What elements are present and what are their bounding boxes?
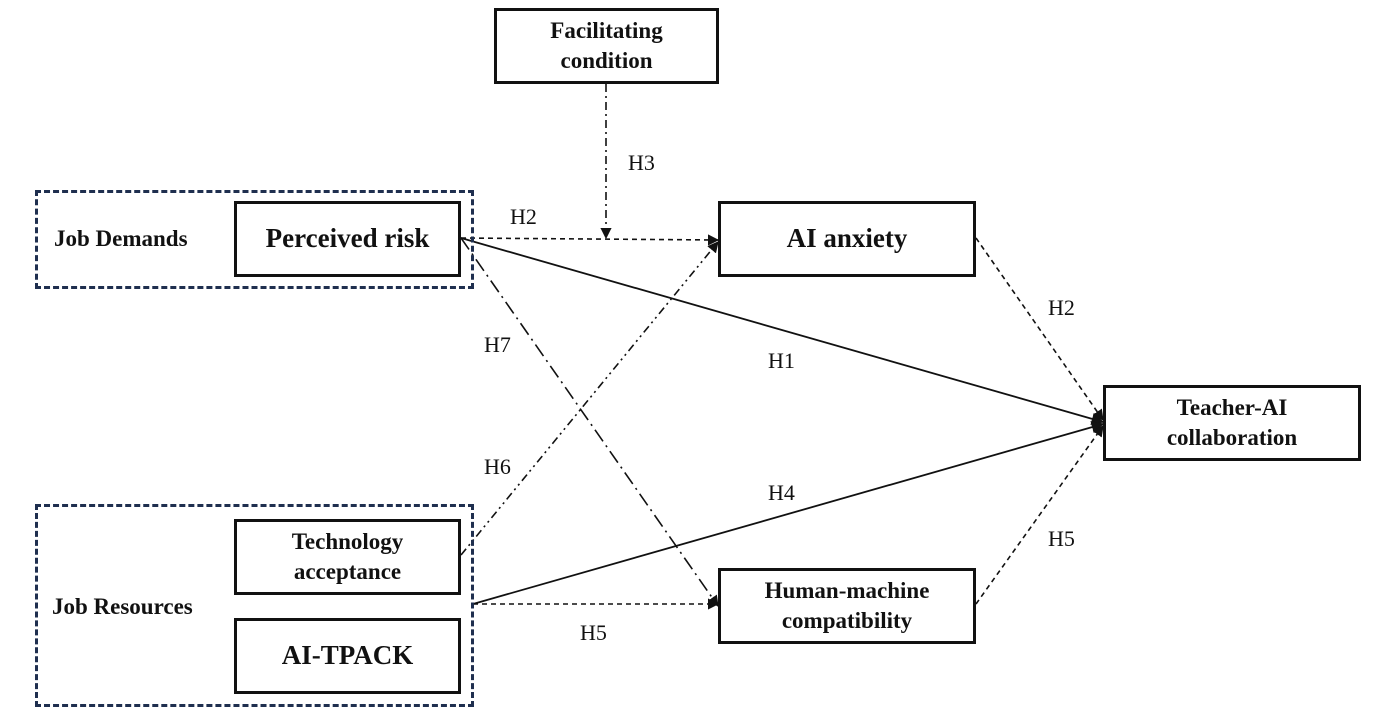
h6-tech-anxiety-line (460, 241, 719, 556)
h7-label: H7 (484, 332, 511, 357)
h5-right-label: H5 (1048, 526, 1075, 551)
job-resources-group (35, 504, 474, 707)
human-machine-line2: compatibility (781, 608, 913, 633)
technology-line1: Technology (291, 529, 404, 555)
teacher-ai-line1: Teacher-AI (1176, 395, 1288, 421)
job-demands-group (35, 190, 474, 289)
job-demands-label: Job Demands (54, 226, 188, 251)
human-machine-line1: Human-machine (764, 578, 930, 604)
h3-label: H3 (628, 150, 655, 175)
job-resources-label: Job Resources (52, 594, 193, 619)
perceived-risk-label: Perceived risk (265, 223, 430, 254)
facilitating-condition-box: Facilitating condition (494, 8, 719, 84)
ai-anxiety-label: AI anxiety (786, 223, 908, 254)
human-machine-compatibility-box: Human-machine compatibility (718, 568, 976, 644)
ai-tpack-label: AI-TPACK (281, 640, 414, 671)
h7-risk-compat-line (460, 237, 719, 607)
facilitating-line2: condition (560, 48, 653, 73)
technology-line2: acceptance (293, 559, 402, 584)
h6-label: H6 (484, 454, 511, 479)
perceived-risk-box: Perceived risk (234, 201, 461, 277)
h4-resources-collab-line (472, 421, 1105, 605)
teacher-ai-collaboration-box: Teacher-AI collaboration (1103, 385, 1361, 461)
h5-compat-collab-line (975, 425, 1104, 605)
h2-top-label: H2 (510, 204, 537, 229)
facilitating-line1: Facilitating (550, 18, 663, 44)
h4-label: H4 (768, 480, 795, 505)
ai-tpack-box: AI-TPACK (234, 618, 461, 694)
technology-acceptance-box: Technology acceptance (234, 519, 461, 595)
h2-right-label: H2 (1048, 295, 1075, 320)
h1-label: H1 (768, 348, 795, 373)
h2-anxiety-collab-line (975, 237, 1104, 421)
ai-anxiety-box: AI anxiety (718, 201, 976, 277)
h1-risk-collab-line (460, 237, 1105, 425)
teacher-ai-line2: collaboration (1166, 425, 1298, 450)
h2-risk-anxiety-line (460, 234, 720, 246)
h5-bottom-label: H5 (580, 620, 607, 645)
